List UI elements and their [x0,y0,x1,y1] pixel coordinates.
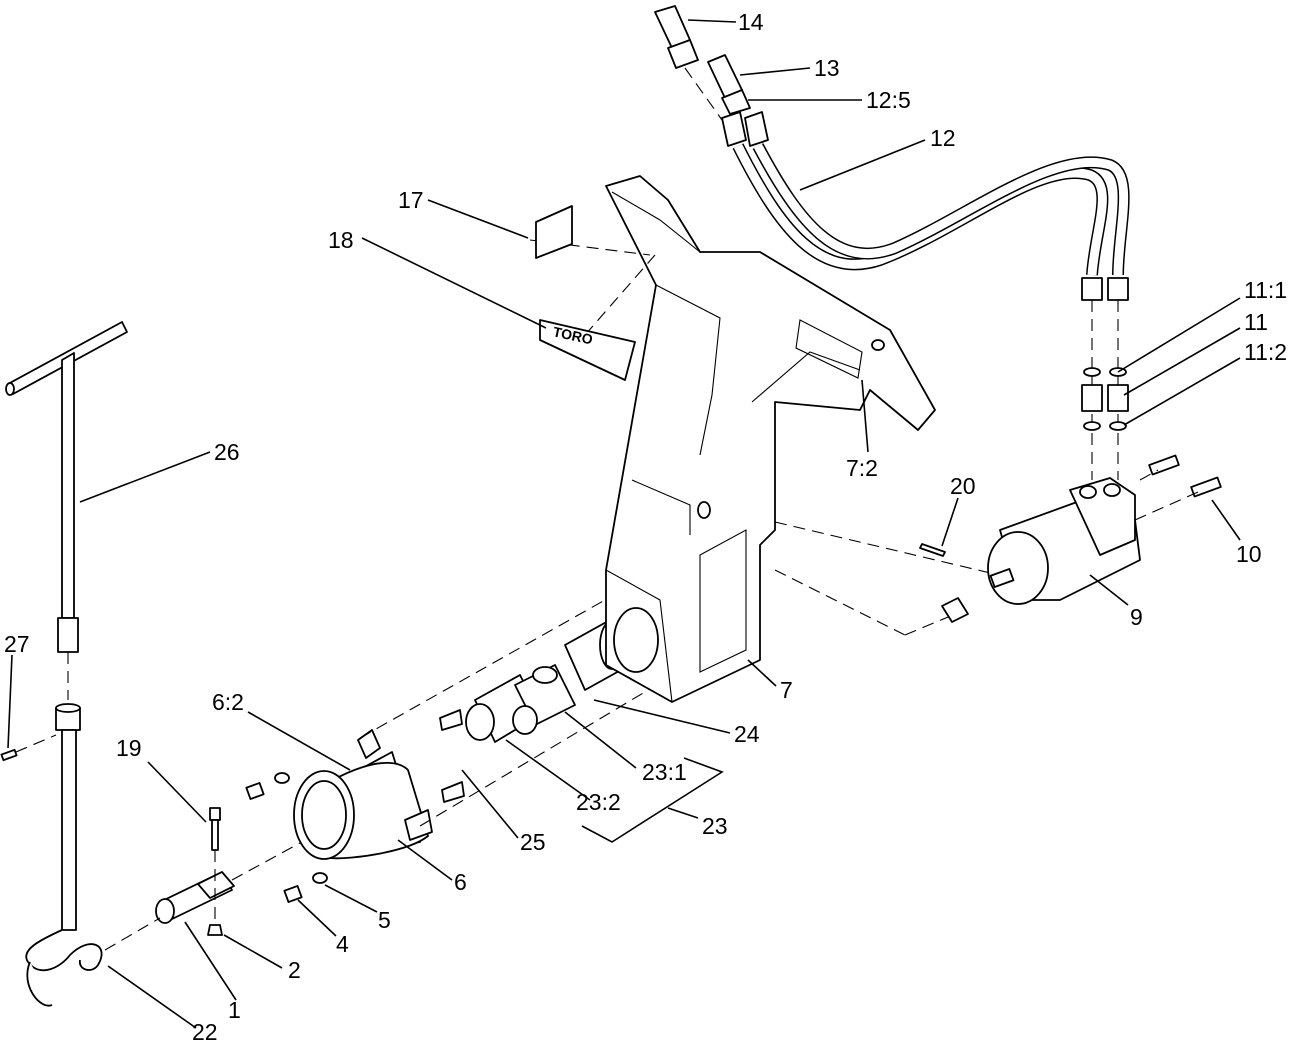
callout-19: 19 [116,735,142,761]
callout-5: 5 [378,907,391,933]
callout-25: 25 [520,829,546,855]
drive-housing [293,599,666,860]
bolt [207,807,223,936]
callout-23-2: 23:2 [576,789,621,815]
callout-12-5: 12:5 [866,87,911,113]
callout-4: 4 [336,931,349,957]
callout-7: 7 [780,677,793,703]
callout-20: 20 [950,473,976,499]
callout-13: 13 [814,55,840,81]
callout-14: 14 [738,9,764,35]
callout-10: 10 [1236,541,1262,567]
callout-9: 9 [1130,604,1143,630]
callout-6: 6 [454,869,467,895]
callout-7-2: 7:2 [846,455,878,481]
adapter-fittings [1081,367,1129,431]
callout-labels: 14 13 12:5 12 17 18 11:1 11 11:2 26 7:2 … [4,9,1287,1045]
callout-18: 18 [328,227,354,253]
callout-11: 11 [1244,309,1268,335]
universal-joint [439,619,631,803]
callout-12: 12 [930,125,956,151]
hydraulic-hoses [654,5,1130,480]
hydraulic-motor [919,454,1222,623]
screw-washer [245,772,328,903]
callout-26: 26 [214,439,240,465]
callout-27: 27 [4,631,30,657]
leader-lines [7,19,1241,1029]
callout-11-2: 11:2 [1244,339,1287,365]
callout-23: 23 [702,813,728,839]
callout-22: 22 [192,1019,218,1045]
main-frame [529,175,1021,703]
coupler-sleeve [104,842,301,951]
callout-2: 2 [288,957,301,983]
callout-23-1: 23:1 [642,759,687,785]
callout-1: 1 [228,997,241,1023]
callout-17: 17 [398,187,424,213]
decals: TORO [535,205,636,381]
callout-24: 24 [734,721,760,747]
t-handle-tool [0,321,128,1007]
callout-11-1: 11:1 [1244,277,1287,303]
callout-6-2: 6:2 [212,689,244,715]
